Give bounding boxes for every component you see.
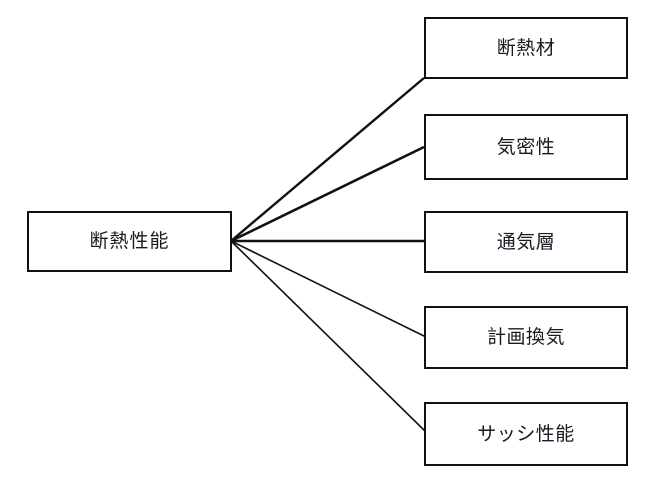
connector-line-4	[230, 240, 427, 433]
node-leaf-ventilation-layer[interactable]: 通気層	[424, 211, 628, 273]
connector-line-0	[230, 77, 425, 242]
node-hub-label: 断熱性能	[89, 230, 170, 252]
node-hub-insulation-performance[interactable]: 断熱性能	[27, 211, 232, 272]
node-leaf-insulation-material[interactable]: 断熱材	[424, 17, 628, 79]
node-leaf-3-label: 計画換気	[486, 326, 565, 348]
node-leaf-4-label: サッシ性能	[477, 422, 575, 445]
node-leaf-sash-performance[interactable]: サッシ性能	[424, 402, 628, 466]
node-leaf-2-label: 通気層	[496, 230, 556, 253]
node-leaf-planned-ventilation[interactable]: 計画換気	[424, 306, 628, 369]
connector-line-1	[230, 145, 425, 243]
node-leaf-airtightness[interactable]: 気密性	[424, 114, 628, 180]
node-leaf-1-label: 気密性	[496, 135, 556, 158]
node-leaf-0-label: 断熱材	[496, 36, 556, 59]
connector-line-3	[230, 240, 427, 338]
